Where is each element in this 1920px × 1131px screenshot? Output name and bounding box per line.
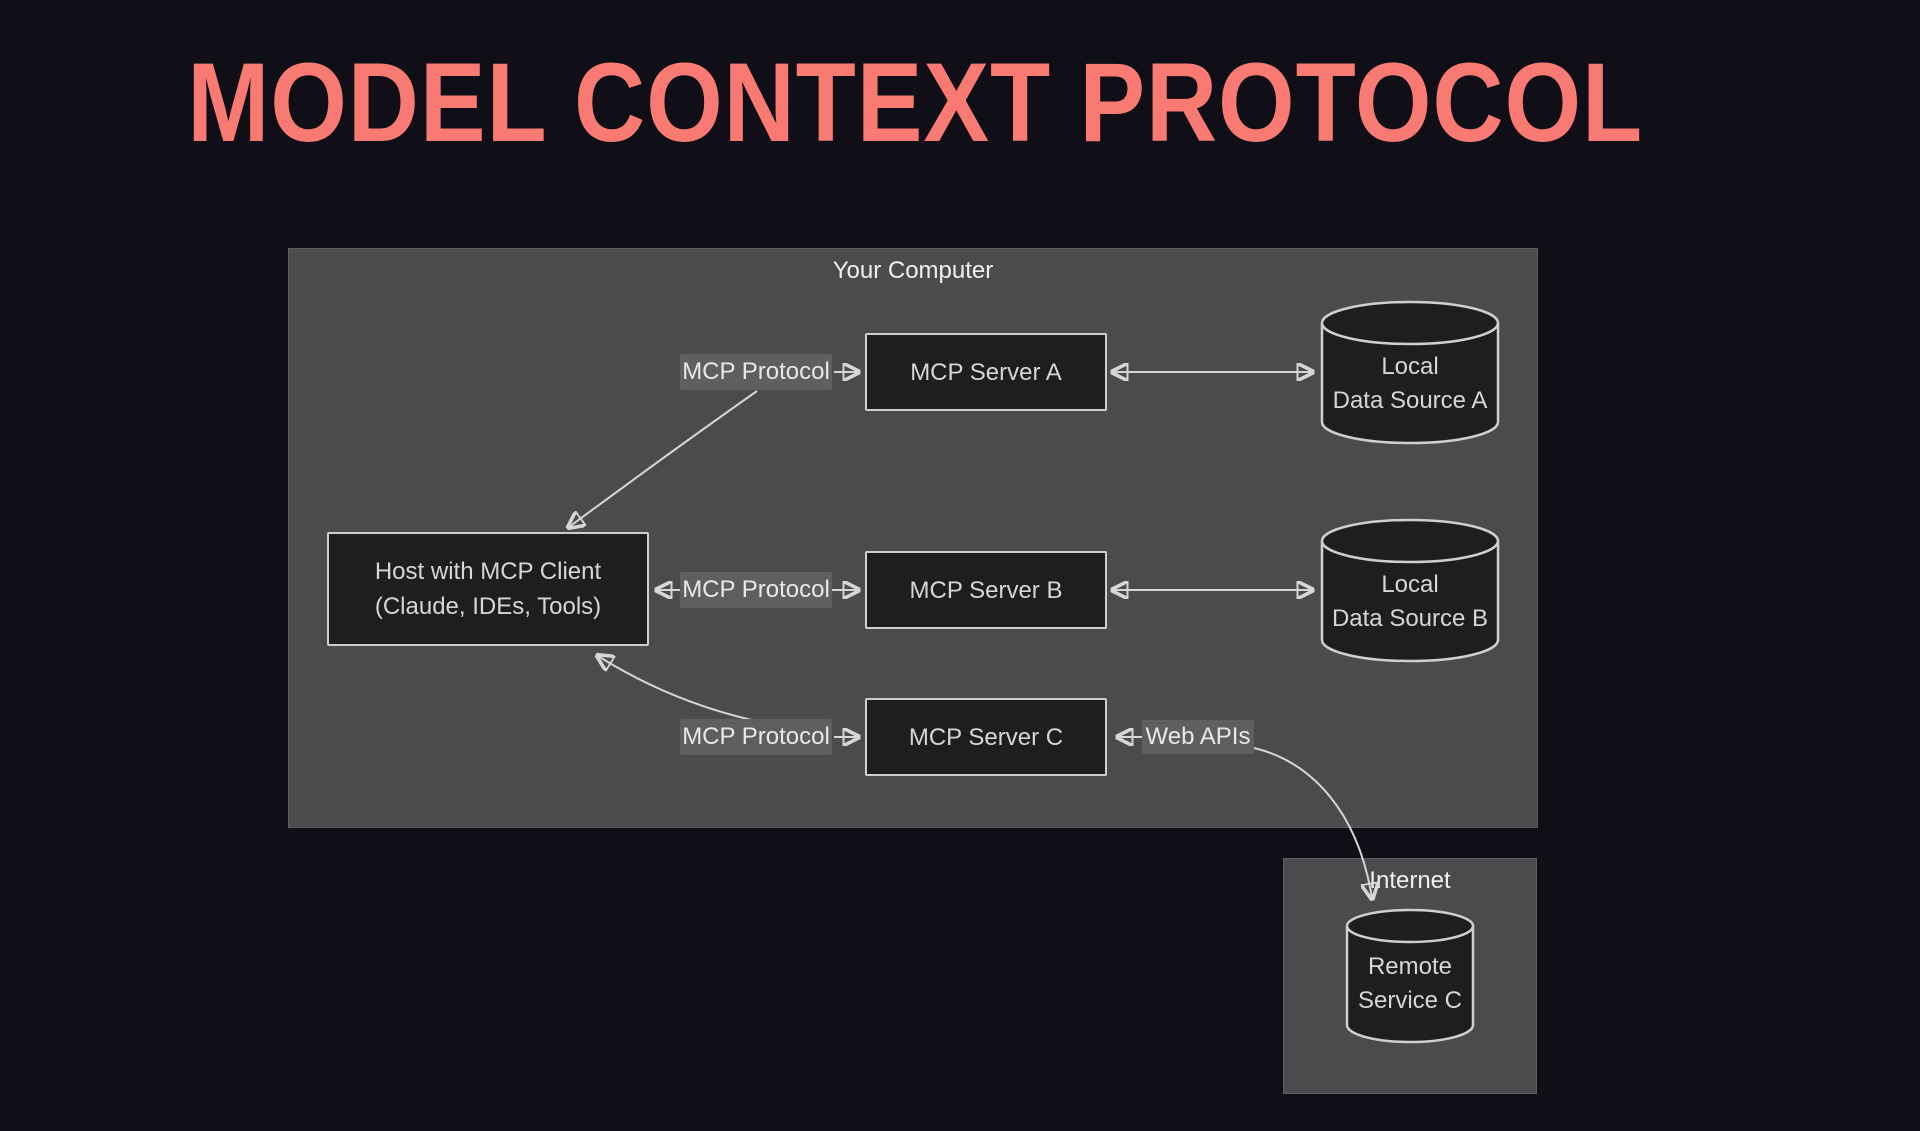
mcp-server-b-node: MCP Server B xyxy=(865,551,1107,629)
arrow-protocol-c-to-host xyxy=(598,656,753,721)
web-apis-label: Web APIs xyxy=(1142,720,1254,754)
arrow-protocol-a-to-host xyxy=(569,390,758,527)
host-node-line1: Host with MCP Client xyxy=(374,558,602,585)
host-node: Host with MCP Client (Claude, IDEs, Tool… xyxy=(327,532,649,646)
data-source-a-line2: Data Source A xyxy=(1332,386,1488,414)
your-computer-label: Your Computer xyxy=(832,257,994,284)
remote-service-line2: Service C xyxy=(1357,987,1463,1014)
local-data-source-a: Local Data Source A xyxy=(1320,300,1500,445)
mcp-server-b-label: MCP Server B xyxy=(909,576,1063,604)
database-cylinder-icon xyxy=(1345,908,1475,1044)
mcp-protocol-label-c: MCP Protocol xyxy=(680,719,832,755)
mcp-server-c-label: MCP Server C xyxy=(908,723,1064,751)
database-cylinder-icon xyxy=(1320,300,1500,445)
page-title-text: MODEL CONTEXT PROTOCOL xyxy=(187,40,1643,165)
local-data-source-b: Local Data Source B xyxy=(1320,518,1500,663)
page-title: MODEL CONTEXT PROTOCOL xyxy=(0,44,1830,196)
data-source-a-line1: Local xyxy=(1381,352,1439,380)
mcp-server-a-node: MCP Server A xyxy=(865,333,1107,411)
remote-service-line1: Remote xyxy=(1367,953,1453,980)
data-source-b-line1: Local xyxy=(1381,570,1439,598)
remote-service-c: Remote Service C xyxy=(1345,908,1475,1044)
mcp-protocol-label-b: MCP Protocol xyxy=(680,572,832,608)
host-node-line2: (Claude, IDEs, Tools) xyxy=(374,593,602,620)
mcp-server-a-label: MCP Server A xyxy=(910,358,1062,386)
internet-label: Internet xyxy=(1369,867,1451,894)
database-cylinder-icon xyxy=(1320,518,1500,663)
mcp-protocol-label-a: MCP Protocol xyxy=(680,354,832,390)
data-source-b-line2: Data Source B xyxy=(1331,604,1489,632)
mcp-server-c-node: MCP Server C xyxy=(865,698,1107,776)
arrow-web-apis-to-remote-service xyxy=(1253,747,1372,898)
